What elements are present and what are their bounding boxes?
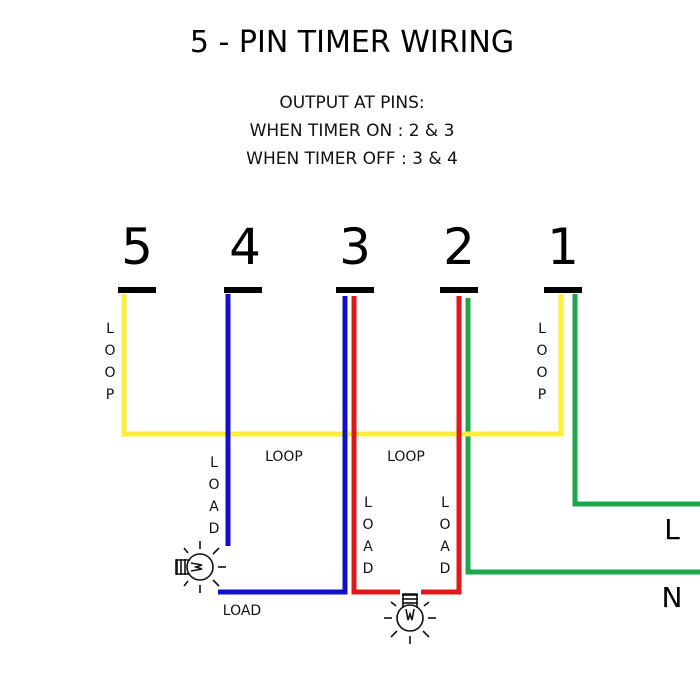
pin-terminal-5 <box>118 287 156 293</box>
label-letter: O <box>439 517 450 533</box>
label-letter: O <box>208 477 219 493</box>
light-bulb-icon <box>384 593 436 644</box>
pin-number-3: 3 <box>339 218 371 276</box>
pin-terminal-2 <box>440 287 478 293</box>
loop-label-center-right: LOOP <box>387 449 425 465</box>
label-letter: L <box>441 495 449 511</box>
load-label-pin-4: LOAD <box>208 455 219 537</box>
label-letter: P <box>538 387 546 403</box>
label-letter: A <box>440 539 450 555</box>
pin-number-4: 4 <box>229 218 261 276</box>
neutral-terminal-label: N <box>662 581 683 614</box>
label-letter: A <box>209 499 219 515</box>
label-letter: L <box>106 321 114 337</box>
subtitle-line-1: OUTPUT AT PINS: <box>279 93 424 113</box>
label-letter: O <box>536 343 547 359</box>
label-letter: P <box>106 387 114 403</box>
neutral-wire <box>465 298 700 575</box>
pin-terminal-3 <box>336 287 374 293</box>
light-bulb-icon <box>175 541 226 593</box>
pin-number-5: 5 <box>121 218 153 276</box>
pin-2-red-wire <box>421 296 462 595</box>
label-letter: O <box>104 365 115 381</box>
label-letter: O <box>362 517 373 533</box>
label-letter: O <box>536 365 547 381</box>
label-letter: D <box>209 521 220 537</box>
diagram-title: 5 - PIN TIMER WIRING <box>190 25 514 60</box>
label-letter: L <box>538 321 546 337</box>
label-letter: L <box>364 495 372 511</box>
label-letter: D <box>440 561 451 577</box>
pin-number-2: 2 <box>443 218 475 276</box>
pin-terminal-4 <box>224 287 262 293</box>
label-letter: L <box>210 455 218 471</box>
pin-3-load-wire <box>218 296 348 595</box>
loop-label-left: LOOP <box>104 321 115 403</box>
loop-label-right: LOOP <box>536 321 547 403</box>
label-letter: D <box>363 561 374 577</box>
pin-3-red-wire <box>351 296 400 595</box>
load-label-pin-3: LOAD <box>362 495 373 577</box>
subtitle-line-3: WHEN TIMER OFF : 3 & 4 <box>246 149 458 169</box>
line-wire <box>572 294 700 507</box>
label-letter: A <box>363 539 373 555</box>
label-letter: O <box>104 343 115 359</box>
loop-label-center-left: LOOP <box>265 449 303 465</box>
load-label-bottom: LOAD <box>223 603 261 619</box>
pin-number-1: 1 <box>547 218 579 276</box>
load-label-pin-2: LOAD <box>439 495 450 577</box>
pin-terminal-1 <box>544 287 582 293</box>
subtitle-line-2: WHEN TIMER ON : 2 & 3 <box>250 121 455 141</box>
line-terminal-label: L <box>664 513 680 546</box>
